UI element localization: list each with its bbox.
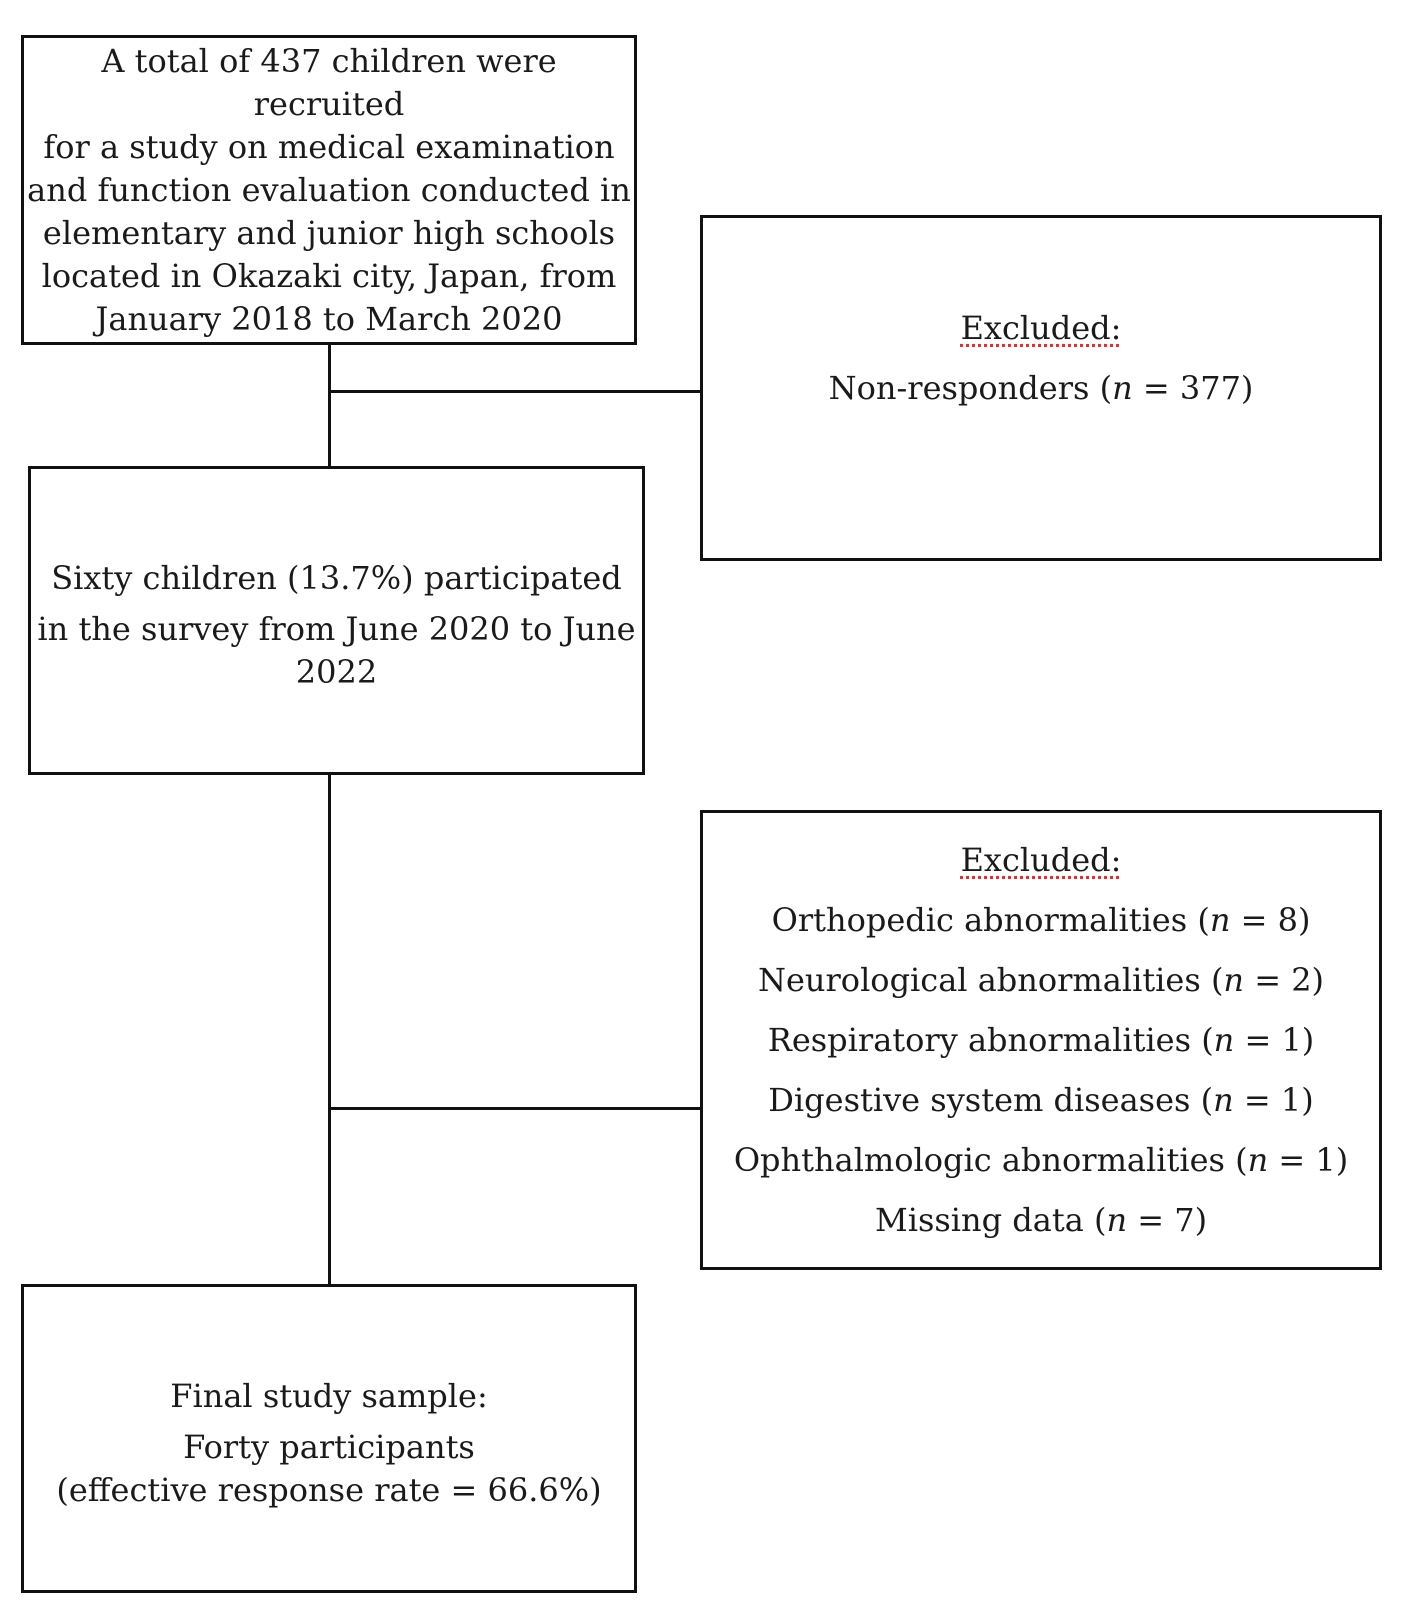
excluded-2-heading: Excluded: — [960, 841, 1122, 879]
recruited-line-4: elementary and junior high schools — [42, 213, 616, 252]
connector-branch-to-excluded-2 — [328, 1107, 702, 1110]
excluded-2-item-orthopedic: Orthopedic abnormalities (n = 8) — [771, 901, 1311, 939]
excluded-1-item: Non-responders (n = 377) — [828, 369, 1254, 407]
connector-participated-to-final — [328, 773, 331, 1285]
excluded-nonresponders-box: Excluded: Non-responders (n = 377) — [700, 215, 1382, 561]
recruited-line-6: January 2018 to March 2020 — [95, 299, 563, 338]
connector-branch-to-excluded-1 — [328, 390, 702, 393]
excluded-1-heading: Excluded: — [960, 309, 1122, 347]
excluded-2-item-respiratory: Respiratory abnormalities (n = 1) — [767, 1021, 1315, 1059]
excluded-2-item-ophthalmologic: Ophthalmologic abnormalities (n = 1) — [733, 1141, 1349, 1179]
participated-line-1: Sixty children (13.7%) participated — [51, 558, 622, 597]
recruited-line-5: located in Okazaki city, Japan, from — [41, 256, 617, 295]
final-heading: Final study sample: — [170, 1376, 488, 1415]
final-sample-box: Final study sample: Forty participants (… — [21, 1284, 637, 1593]
excluded-2-item-digestive: Digestive system diseases (n = 1) — [768, 1081, 1314, 1119]
recruited-line-1: A total of 437 children were recruited — [101, 41, 557, 123]
connector-recruited-to-participated — [328, 343, 331, 467]
participated-box: Sixty children (13.7%) participated in t… — [28, 466, 645, 775]
excluded-2-item-missing: Missing data (n = 7) — [874, 1201, 1208, 1239]
excluded-abnormalities-box: Excluded: Orthopedic abnormalities (n = … — [700, 810, 1382, 1270]
final-line-2: (effective response rate = 66.6%) — [56, 1470, 602, 1509]
participated-line-2: in the survey from June 2020 to June — [37, 609, 636, 648]
recruited-line-2: for a study on medical examination — [43, 127, 615, 166]
recruited-line-3: and function evaluation conducted in — [27, 170, 631, 209]
excluded-2-item-neurological: Neurological abnormalities (n = 2) — [757, 961, 1325, 999]
participated-line-3: 2022 — [295, 652, 378, 691]
recruited-box: A total of 437 children were recruited f… — [21, 35, 637, 345]
final-line-1: Forty participants — [183, 1427, 475, 1466]
